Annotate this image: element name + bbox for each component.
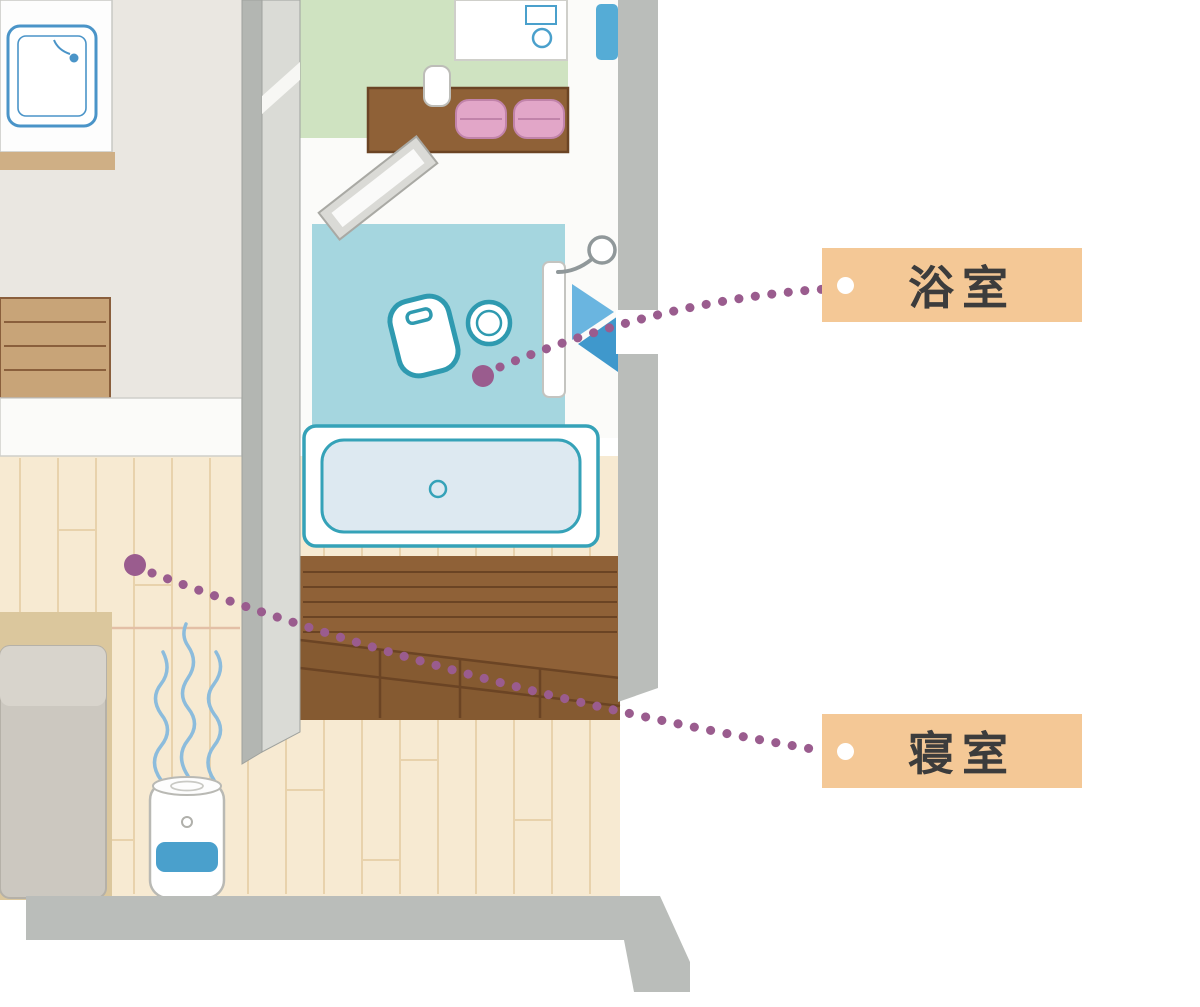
bottle-icon: [423, 65, 451, 107]
bedroom-target-dot: [124, 554, 146, 576]
drain-icon: [428, 479, 448, 499]
right-wall: [616, 0, 660, 702]
bath-mat: [317, 135, 439, 241]
leaning-panel: [262, 62, 300, 114]
bed: [0, 612, 112, 900]
label-bathroom-text: 浴室: [908, 261, 1016, 315]
wall-corner: [624, 896, 690, 992]
pillow: [0, 646, 106, 706]
label-bedroom: 寝室: [822, 714, 1082, 788]
faucet-icon: [69, 53, 79, 63]
hallway-wood-floor: [299, 556, 621, 720]
callout-bathroom-leader: [472, 284, 831, 387]
label-bathroom: 浴室: [822, 248, 1082, 322]
bath-stool: [387, 293, 461, 379]
label-bedroom-dot-icon: [837, 742, 854, 760]
wooden-bench: [0, 297, 111, 399]
shower-slide-bar: [542, 261, 566, 398]
bedroom-dotted-line: [147, 568, 829, 756]
label-bedroom-text: 寝室: [908, 727, 1016, 781]
humidifier: [148, 776, 226, 900]
bathroom-dotted-line: [495, 284, 831, 372]
washing-machine: [454, 0, 568, 61]
callout-bedroom-leader: [124, 554, 829, 756]
shower-head-icon: [556, 235, 617, 274]
kitchen-sink-counter: [0, 0, 115, 170]
towel-icon: [596, 4, 618, 60]
storage-cabinet: [366, 65, 570, 154]
label-bathroom-dot-icon: [837, 276, 854, 294]
pink-towels: [455, 99, 565, 139]
bathroom-target-dot: [472, 365, 494, 387]
center-wall: [241, 0, 301, 765]
wash-bowl: [465, 299, 513, 347]
humidifier-steam: [152, 622, 223, 782]
low-wall-counter: [0, 397, 243, 457]
bathtub: [302, 424, 600, 548]
bottom-wall: [26, 896, 690, 992]
